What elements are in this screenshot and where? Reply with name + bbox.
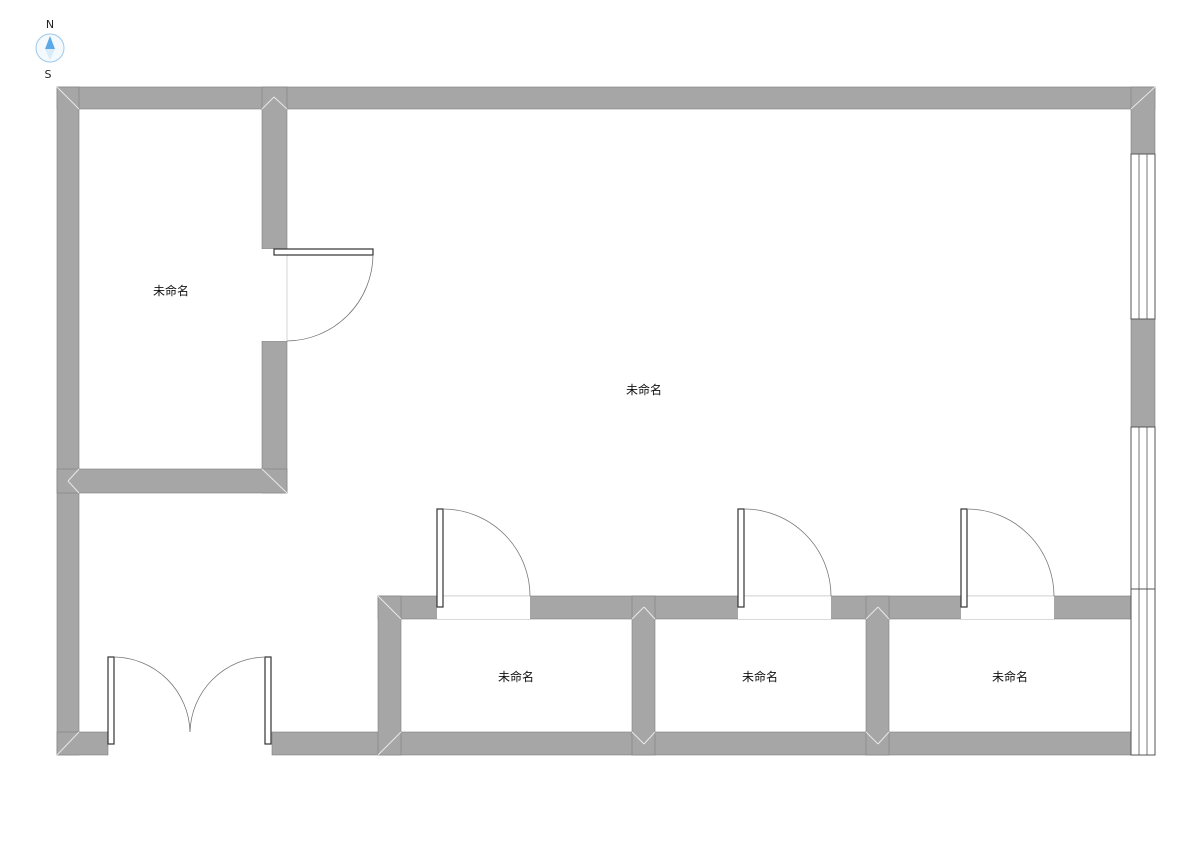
- room-label-upper-left: 未命名: [153, 283, 189, 298]
- wall-room-left-upper: [261, 86, 288, 250]
- wall-left: [56, 86, 80, 756]
- door-bottom-room-3[interactable]: [960, 508, 1055, 619]
- room-label-bottom-1: 未命名: [498, 669, 534, 684]
- entrance-double-door[interactable]: [107, 656, 272, 745]
- compass-needle-south-icon: [45, 49, 55, 60]
- door-bottom-room-2[interactable]: [737, 508, 832, 619]
- room-label-bottom-2: 未命名: [742, 669, 778, 684]
- compass-south-label: S: [45, 68, 52, 81]
- door-swing-arc: [966, 508, 1055, 597]
- door-swing-arc-left: [113, 656, 191, 733]
- door-leaf-left: [107, 656, 115, 745]
- window-right-middle: [1130, 426, 1156, 590]
- wall-joints: [56, 86, 1156, 756]
- wall-bottom-stub: [56, 731, 109, 756]
- wall-partition-2: [865, 595, 890, 756]
- wall-partition-1: [631, 595, 656, 756]
- room-label-main-hall: 未命名: [626, 382, 662, 397]
- wall-bottom-rooms-left: [377, 595, 402, 756]
- wall-bottom: [271, 731, 1156, 756]
- door-swing-arc: [743, 508, 832, 597]
- compass-north-label: N: [46, 18, 54, 31]
- walls: [56, 86, 1156, 756]
- window-right-lower: [1130, 588, 1156, 756]
- door-leaf: [273, 248, 374, 256]
- door-leaf: [960, 508, 968, 608]
- door-bottom-room-1[interactable]: [436, 508, 531, 619]
- door-swing-arc: [442, 508, 531, 597]
- compass: N S: [35, 18, 65, 81]
- wall-room-left-bottom: [56, 468, 288, 494]
- door-leaf: [737, 508, 745, 608]
- window-right-upper: [1130, 153, 1156, 320]
- door-left-room[interactable]: [262, 248, 374, 342]
- door-swing-arc: [286, 254, 374, 342]
- compass-needle-north-icon: [45, 36, 55, 49]
- door-swing-arc-right: [189, 656, 266, 733]
- wall-top: [56, 86, 1156, 110]
- door-leaf: [436, 508, 444, 608]
- door-leaf-right: [264, 656, 272, 745]
- room-label-bottom-3: 未命名: [992, 669, 1028, 684]
